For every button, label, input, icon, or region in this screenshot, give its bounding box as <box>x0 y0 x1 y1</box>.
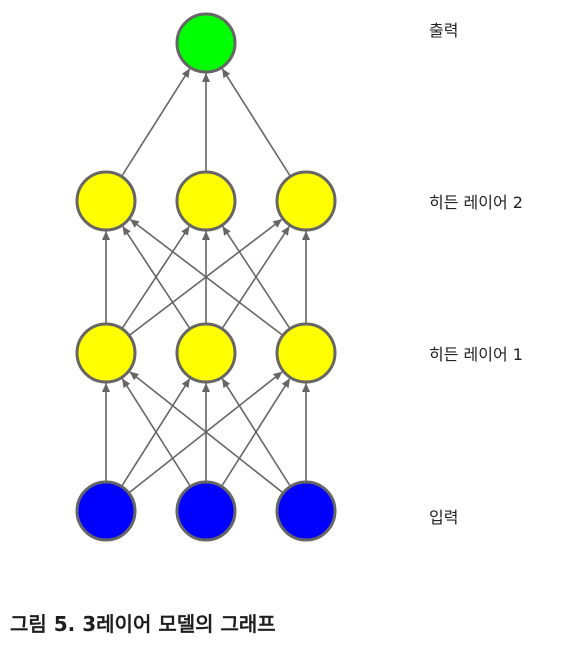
edge-input-2-to-hidden1-1 <box>121 377 192 487</box>
node-hidden1-3 <box>275 322 337 384</box>
node-hidden1-1 <box>75 322 137 384</box>
edge-input-3-to-hidden1-1 <box>129 370 284 494</box>
edge-hidden1-3-to-hidden2-2 <box>221 225 291 330</box>
edge-hidden1-3-to-hidden2-1 <box>129 218 284 337</box>
layer-label-hidden-1: 히든 레이어 1 <box>429 345 523 364</box>
edge-hidden2-3-to-output-1 <box>221 67 292 177</box>
layer-label-input: 입력 <box>429 508 459 527</box>
edge-hidden2-1-to-output-1 <box>120 67 191 177</box>
node-hidden1-2 <box>175 322 237 384</box>
node-input-3 <box>275 480 337 542</box>
node-input-2 <box>175 480 237 542</box>
edges-group <box>102 67 310 494</box>
nodes-group <box>75 12 337 542</box>
node-hidden2-2 <box>175 170 237 232</box>
node-hidden2-1 <box>75 170 137 232</box>
layer-label-output: 출력 <box>429 21 459 40</box>
node-input-1 <box>75 480 137 542</box>
node-output-1 <box>175 12 237 74</box>
edge-hidden1-2-to-hidden2-1 <box>121 225 191 330</box>
figure-caption: 그림 5. 3레이어 모델의 그래프 <box>10 612 276 636</box>
edge-input-3-to-hidden1-2 <box>221 377 292 487</box>
node-hidden2-3 <box>275 170 337 232</box>
neural-network-diagram <box>75 12 337 542</box>
layer-label-hidden-2: 히든 레이어 2 <box>429 193 523 212</box>
